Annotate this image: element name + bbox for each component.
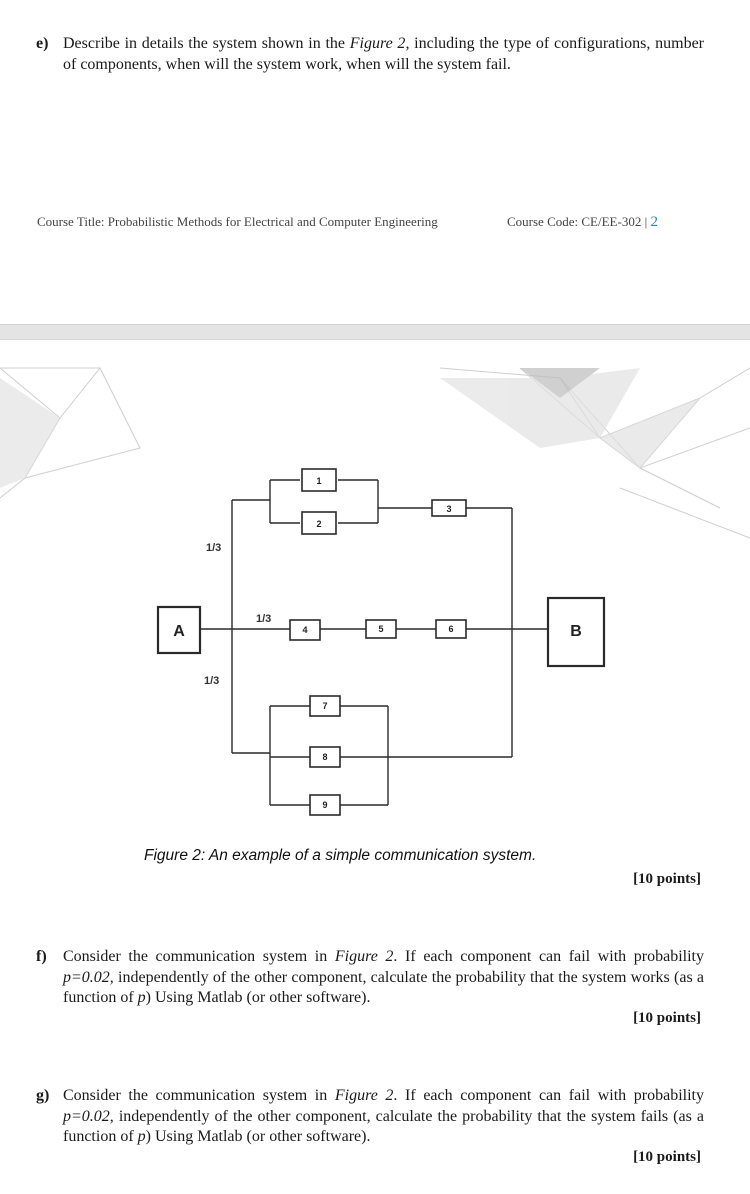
question-f-label: f) (36, 948, 47, 965)
probability-variable: p (137, 1128, 146, 1145)
course-code: Course Code: CE/EE-302 (507, 214, 642, 229)
component-3-box (431, 499, 467, 517)
component-7-label: 7 (322, 701, 327, 711)
question-e-label: e) (36, 35, 49, 52)
question-f: f) Consider the communication system in … (36, 947, 704, 1009)
branch-middle-label: 1/3 (256, 613, 271, 625)
points-e: [10 points] (633, 871, 701, 887)
page-number: 2 (650, 214, 658, 230)
component-2-box (301, 511, 337, 535)
component-9-label: 9 (322, 800, 327, 810)
terminal-b-box (546, 596, 606, 668)
branch-top-label: 1/3 (206, 542, 221, 554)
component-6-box (435, 619, 467, 639)
points-f: [10 points] (633, 1010, 701, 1026)
figure-reference: Figure 2 (349, 35, 406, 52)
decorative-background (0, 367, 750, 539)
component-4-label: 4 (302, 625, 307, 635)
branch-bottom-label: 1/3 (204, 675, 219, 687)
component-1-box (301, 468, 337, 492)
component-5-box (365, 619, 397, 639)
course-title: Course Title: Probabilistic Methods for … (37, 214, 438, 229)
system-diagram: A B 1/3 1/3 1/3 1 2 3 4 5 6 7 8 9 (156, 468, 606, 816)
footer-separator: | (641, 214, 651, 229)
question-g-label: g) (36, 1087, 50, 1104)
component-3-label: 3 (446, 504, 451, 514)
component-6-label: 6 (448, 624, 453, 634)
terminal-a-label: A (173, 623, 185, 640)
probability-value: p=0.02 (63, 968, 110, 986)
terminal-a-box (156, 605, 202, 655)
component-1-label: 1 (316, 476, 321, 486)
component-8-label: 8 (322, 752, 327, 762)
probability-value: p=0.02 (63, 1107, 110, 1125)
component-9-box (309, 794, 341, 816)
question-e: e) Describe in details the system shown … (36, 34, 704, 75)
component-7-box (309, 695, 341, 717)
page-break (0, 324, 750, 340)
course-code-group: Course Code: CE/EE-302 | 2 (507, 214, 658, 231)
page-footer: Course Title: Probabilistic Methods for … (37, 214, 658, 230)
question-f-text: Consider the communication system in Fig… (63, 948, 704, 1006)
component-4-box (289, 619, 321, 641)
figure-caption: Figure 2: An example of a simple communi… (144, 847, 537, 864)
question-g-text: Consider the communication system in Fig… (63, 1087, 704, 1145)
component-5-label: 5 (378, 624, 383, 634)
component-8-box (309, 746, 341, 768)
figure-reference: Figure 2 (334, 1087, 394, 1104)
figure-reference: Figure 2 (334, 948, 394, 965)
points-g: [10 points] (633, 1149, 701, 1165)
question-e-text: Describe in details the system shown in … (63, 35, 705, 73)
probability-variable: p (137, 989, 146, 1006)
terminal-b-label: B (570, 623, 582, 640)
component-2-label: 2 (316, 519, 321, 529)
question-g: g) Consider the communication system in … (36, 1086, 704, 1148)
